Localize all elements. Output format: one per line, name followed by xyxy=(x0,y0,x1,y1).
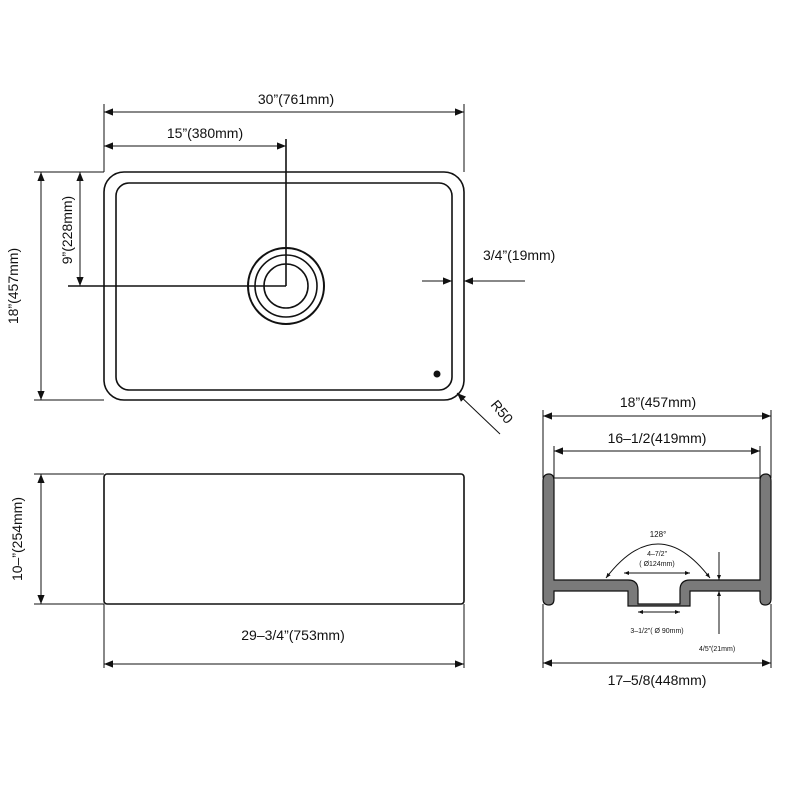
drain-hole-label: 3–1/2”( Ø 90mm) xyxy=(630,628,683,635)
drain-recess-label: 4–7/2” xyxy=(647,551,668,558)
drain-recess-mm-label: ( Ø124mm) xyxy=(639,561,674,568)
apron-front-panel xyxy=(103,473,465,605)
top-view: 30”(761mm) 15”(380mm) 18”(457mm) 9”(228m… xyxy=(5,91,555,435)
bottom-thickness-label: 4/5”(21mm) xyxy=(699,646,735,653)
section-top-width-label: 18”(457mm) xyxy=(620,394,696,410)
corner-radius-leader xyxy=(456,392,501,435)
section-inner-width-label: 16–1/2(419mm) xyxy=(608,430,707,446)
overall-width-label: 18”(457mm) xyxy=(5,248,21,324)
wall-thickness-label: 3/4”(19mm) xyxy=(483,247,555,263)
front-view: 10–”(254mm) 29–3/4”(753mm) xyxy=(9,473,465,668)
front-height-label: 10–”(254mm) xyxy=(9,497,25,581)
section-bottom-width-label: 17–5/8(448mm) xyxy=(608,672,707,688)
corner-radius-label: R50 xyxy=(488,397,517,427)
faucet-hole-dot xyxy=(433,370,441,378)
drain-offset-y-label: 9”(228mm) xyxy=(59,196,75,264)
front-bottom-length-label: 29–3/4”(753mm) xyxy=(241,627,345,643)
section-view: 18”(457mm) 16–1/2(419mm) 128° 4–7/2” ( Ø… xyxy=(542,394,772,688)
sink-cross-section xyxy=(542,473,772,607)
drain-offset-x-label: 15”(380mm) xyxy=(167,125,243,141)
overall-length-label: 30”(761mm) xyxy=(258,91,334,107)
drain-angle-arc xyxy=(605,543,711,579)
drain-angle-label: 128° xyxy=(650,530,667,539)
